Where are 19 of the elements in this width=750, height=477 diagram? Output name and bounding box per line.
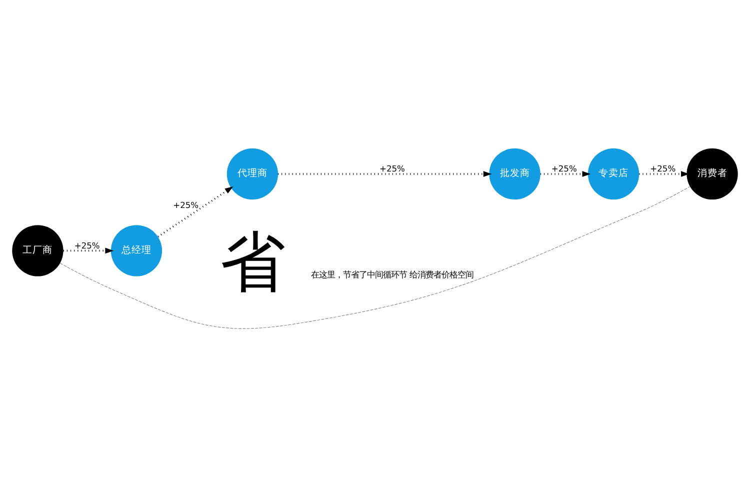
node-circle: 总经理	[110, 225, 162, 276]
label: 省	[220, 224, 285, 300]
edge-label: +25%	[380, 164, 405, 174]
node-circle: 专卖店	[588, 148, 640, 200]
edge-label: +25%	[173, 200, 199, 210]
connector	[60, 186, 690, 329]
edge-label: 在这里，节省了中间循环节 给消费者价格空间	[310, 270, 474, 280]
node-circle: 消费者	[686, 148, 738, 200]
arrow	[158, 186, 234, 238]
arrow	[63, 248, 114, 254]
node-circle: 代理商	[226, 148, 278, 200]
edge-label: +25%	[551, 164, 577, 174]
arrow	[639, 171, 690, 177]
node-circle: 批发商	[489, 148, 540, 200]
node-circle: 工厂商	[12, 225, 64, 276]
arrow	[278, 171, 492, 177]
edge-label: +25%	[650, 164, 676, 174]
arrow	[540, 171, 591, 177]
edge-label: +25%	[74, 240, 100, 250]
